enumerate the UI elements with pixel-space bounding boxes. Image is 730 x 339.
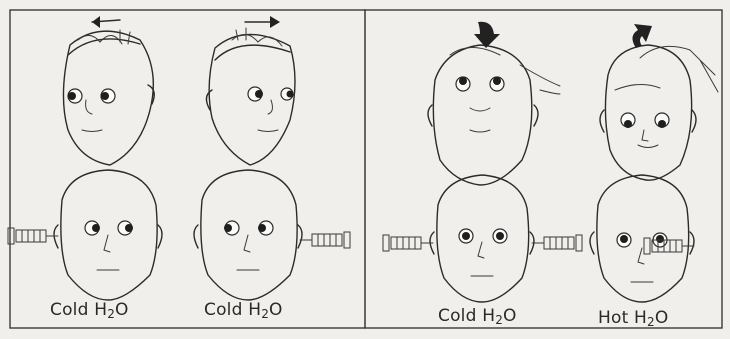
caption-2: Cold H2O — [204, 300, 283, 321]
syringe-icon — [300, 232, 350, 248]
head-1-top — [63, 30, 154, 165]
head-2-bottom — [194, 170, 302, 300]
head-4-bottom — [590, 175, 694, 302]
figure-frame — [10, 10, 722, 328]
syringe-icon — [532, 235, 582, 251]
caption-1: Cold H2O — [50, 300, 129, 321]
syringe-icon — [8, 228, 58, 244]
head-2-top — [206, 28, 295, 165]
head-3-bottom — [430, 175, 534, 302]
head-4-top — [600, 45, 718, 180]
caption-3: Cold H2O — [438, 306, 517, 327]
caption-4: Hot H2O — [598, 308, 668, 329]
head-1-bottom — [54, 170, 162, 300]
arrow-left-icon — [92, 16, 120, 28]
syringe-icon — [383, 235, 433, 251]
arrow-right-icon — [245, 16, 280, 28]
head-3-top — [428, 45, 560, 185]
syringe-icon — [644, 238, 694, 254]
arrow-down-icon — [474, 22, 500, 48]
